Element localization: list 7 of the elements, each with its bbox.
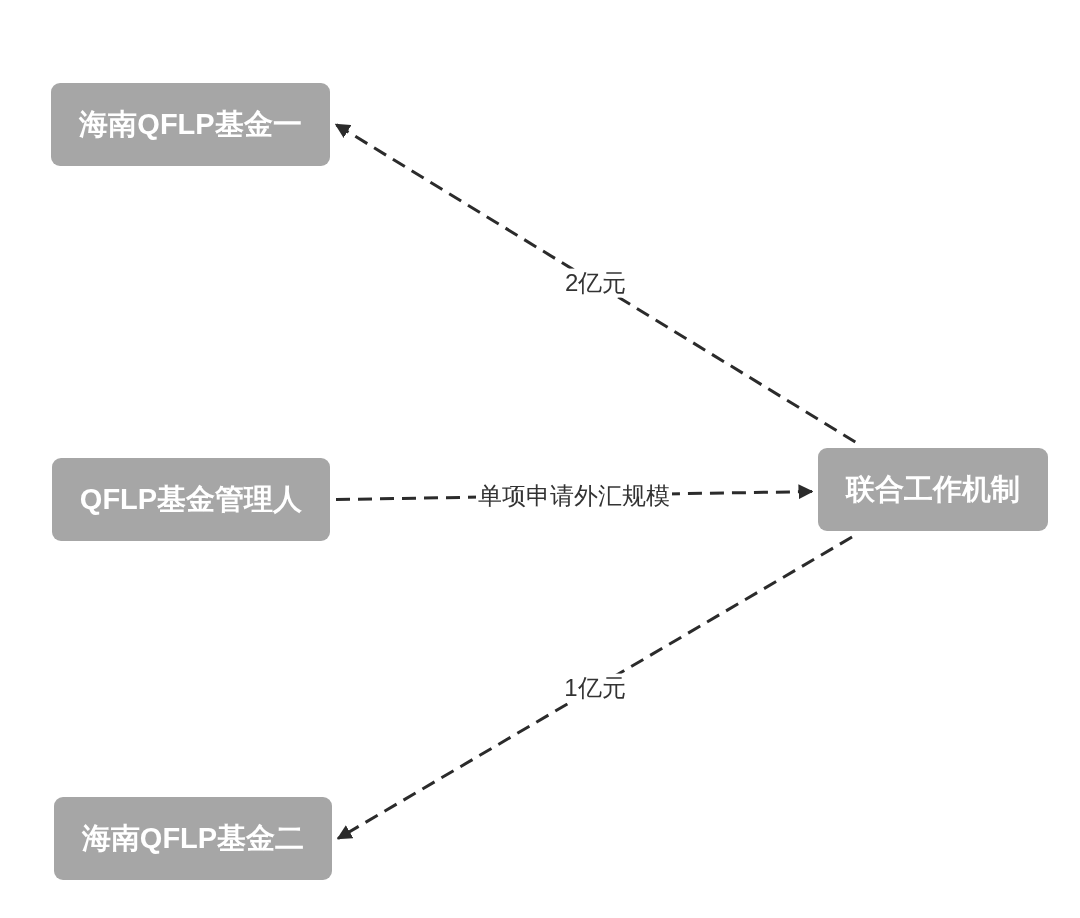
arrow xyxy=(334,123,857,444)
edge-label: 单项申请外汇规模 xyxy=(476,481,672,510)
process-box: 海南QFLP基金一 xyxy=(51,83,330,166)
arrow xyxy=(336,535,853,840)
process-box: QFLP基金管理人 xyxy=(52,458,330,541)
process-box: 联合工作机制 xyxy=(818,448,1048,531)
process-box: 海南QFLP基金二 xyxy=(54,797,332,880)
